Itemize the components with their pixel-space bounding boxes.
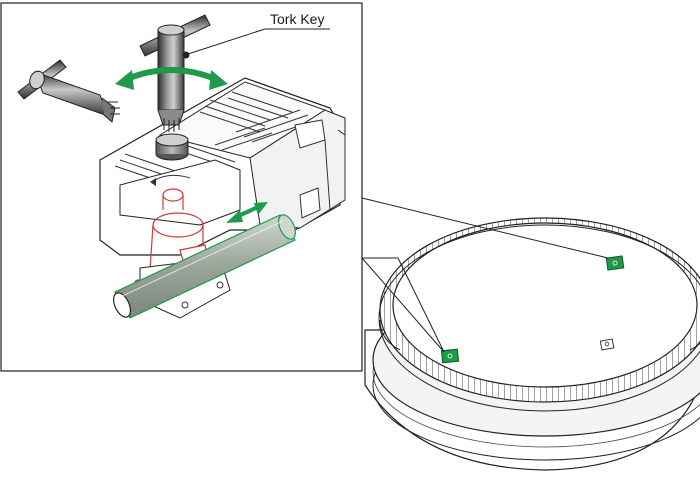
mechanism-assembly (99, 77, 346, 319)
tork-key-callout: Tork Key (182, 11, 330, 59)
tork-key-label: Tork Key (270, 11, 324, 27)
disc-marker-top (605, 255, 625, 271)
tork-key-alt-view (17, 59, 120, 123)
disc-top (392, 222, 698, 388)
double-curved-arrow-icon (115, 67, 228, 90)
double-straight-arrow-icon (226, 202, 268, 223)
rotary-disc (364, 217, 700, 471)
grey-cap (155, 133, 189, 161)
slide-tube (113, 214, 296, 319)
zoom-callout-lines (361, 197, 609, 353)
disc-marker-outline (599, 338, 615, 351)
disc-marker-left (440, 348, 460, 364)
